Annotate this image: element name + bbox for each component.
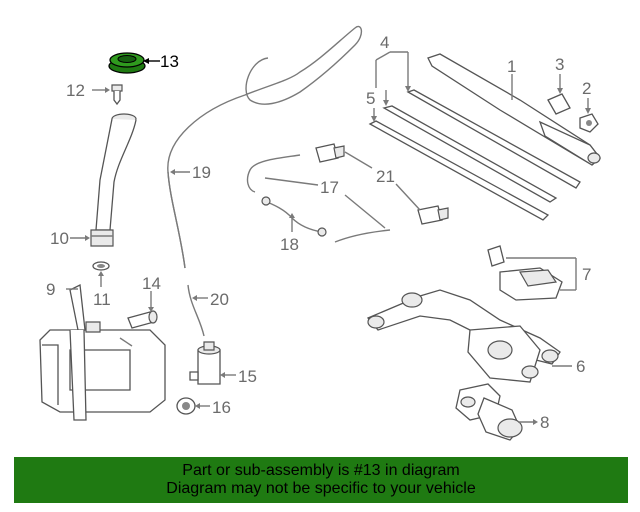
- callout-15: 15: [238, 367, 257, 386]
- part-8-wiper-motor[interactable]: [455, 383, 523, 441]
- callout-21: 21: [376, 167, 395, 186]
- callout-18: 18: [280, 235, 299, 254]
- part-15-washer-pump[interactable]: [189, 341, 221, 385]
- part-16-pump-grommet[interactable]: [176, 397, 196, 415]
- part-21-washer-nozzles[interactable]: [315, 143, 449, 225]
- callout-5: 5: [366, 89, 375, 108]
- callout-1: 1: [507, 57, 516, 76]
- callout-19: 19: [192, 163, 211, 182]
- part-1-wiper-arm[interactable]: [427, 53, 601, 166]
- callout-20: 20: [210, 290, 229, 309]
- callout-14: 14: [142, 274, 161, 293]
- part-12-clip[interactable]: [111, 84, 123, 106]
- callout-8: 8: [540, 413, 549, 432]
- callout-17: 17: [320, 178, 339, 197]
- banner-line-2: Diagram may not be specific to your vehi…: [166, 480, 476, 497]
- callout-12: 12: [66, 81, 85, 100]
- callout-16: 16: [212, 398, 231, 417]
- part-19-washer-hose[interactable]: [167, 25, 363, 269]
- part-20-short-hose[interactable]: [187, 284, 205, 337]
- part-11-grommet[interactable]: [92, 261, 110, 271]
- parts-diagram: 13 12 10 11 9 14: [39, 25, 601, 441]
- part-6-wiper-linkage[interactable]: [366, 289, 561, 383]
- part-2-nut[interactable]: [579, 113, 599, 133]
- part-17-hoses[interactable]: [246, 154, 391, 243]
- callout-6: 6: [576, 357, 585, 376]
- callout-4: 4: [380, 33, 389, 52]
- info-banner: Part or sub-assembly is #13 in diagram D…: [14, 457, 628, 503]
- part-10-filler-neck[interactable]: [90, 113, 137, 247]
- part-7-pivot-cover[interactable]: [487, 245, 563, 301]
- part-4-5-wiper-blades[interactable]: [368, 89, 581, 221]
- banner-line-1: Part or sub-assembly is #13 in diagram: [182, 462, 460, 479]
- part-14-nozzle-fitting[interactable]: [127, 310, 158, 329]
- part-3-arm-cap[interactable]: [547, 93, 571, 115]
- callout-11: 11: [93, 290, 111, 309]
- callout-13: 13: [160, 52, 179, 71]
- part-13-filler-cap[interactable]: [108, 52, 146, 74]
- callout-10: 10: [50, 229, 69, 248]
- callout-7: 7: [582, 265, 591, 284]
- part-9-washer-reservoir[interactable]: [39, 284, 166, 421]
- callout-2: 2: [582, 79, 591, 98]
- callout-3: 3: [555, 55, 564, 74]
- callout-9: 9: [46, 280, 55, 299]
